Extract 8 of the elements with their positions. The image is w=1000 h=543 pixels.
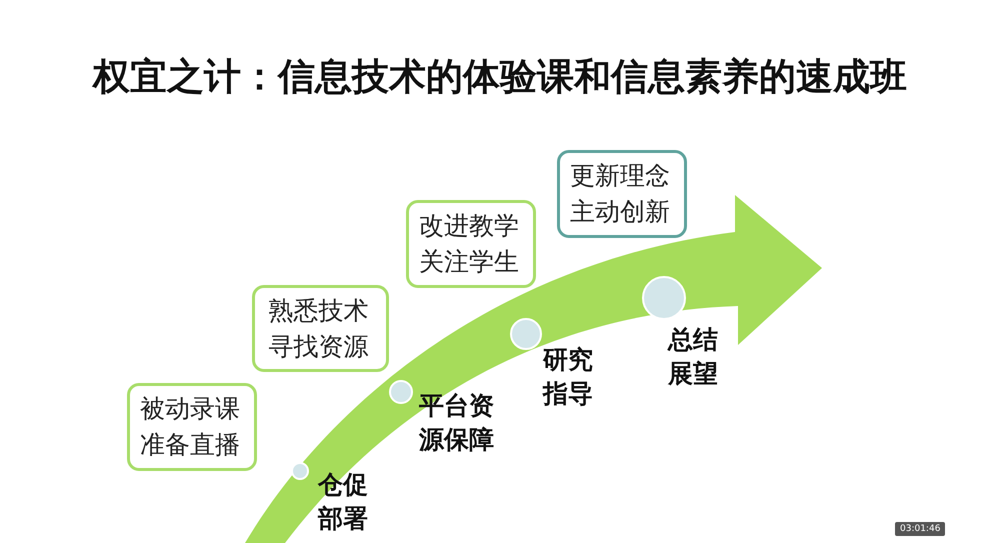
stage-label: 研究指导: [543, 344, 594, 410]
text-box: 更新理念主动创新: [557, 150, 687, 238]
text-box: 熟悉技术寻找资源: [252, 285, 389, 372]
title: 权宜之计：信息技术的体验课和信息素养的速成班: [91, 54, 908, 100]
text-box: 被动录课准备直播: [127, 383, 257, 471]
timestamp-label: 03:01:46: [895, 522, 946, 536]
stage-label: 总结展望: [668, 324, 719, 390]
text-box: 改进教学关注学生: [406, 200, 536, 288]
